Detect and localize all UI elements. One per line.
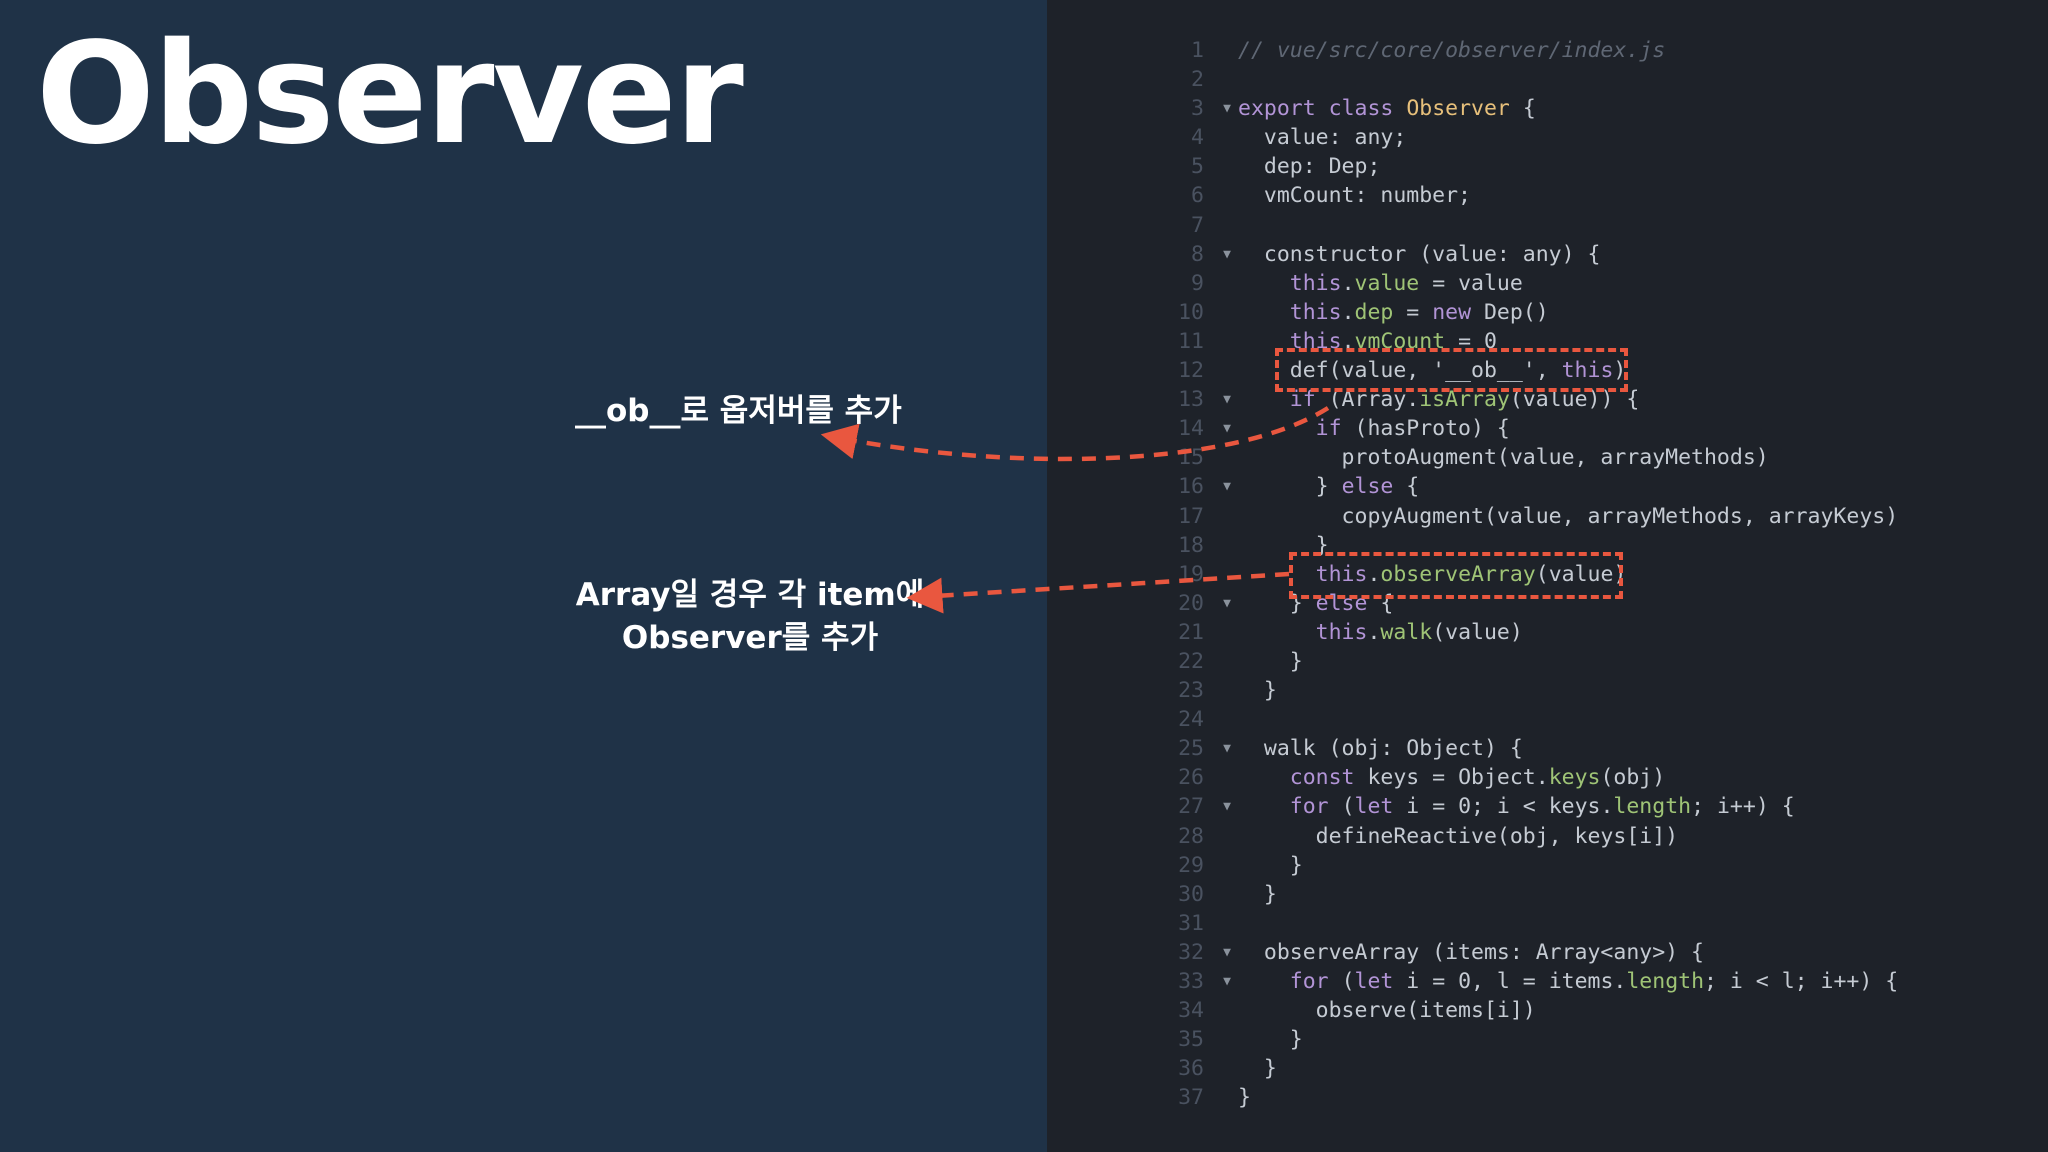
code-text: export class Observer { bbox=[1238, 96, 1536, 122]
line-number: 10 bbox=[1178, 299, 1204, 325]
highlight-box-observe-array bbox=[1289, 552, 1623, 599]
line-number: 32 bbox=[1178, 939, 1204, 965]
line-number: 5 bbox=[1191, 154, 1204, 180]
code-text: } bbox=[1238, 532, 1329, 558]
annotation-array-observer: Array일 경우 각 item에 Observer를 추가 bbox=[560, 574, 940, 660]
fold-toggle-icon[interactable]: ▼ bbox=[1223, 741, 1231, 757]
annotation-array-line-1: Array일 경우 각 item에 bbox=[575, 577, 925, 613]
code-text: constructor (value: any) { bbox=[1238, 241, 1601, 267]
annotation-ob-property-text: __ob__로 옵저버를 추가 bbox=[575, 393, 902, 429]
highlight-box-def-ob bbox=[1275, 348, 1628, 392]
arrow-ob-annotation bbox=[820, 406, 1330, 462]
fold-toggle-icon[interactable]: ▼ bbox=[1223, 421, 1231, 437]
code-text: this.dep = new Dep() bbox=[1289, 299, 1549, 325]
line-number: 21 bbox=[1178, 619, 1204, 645]
line-number: 18 bbox=[1178, 532, 1204, 558]
line-number: 4 bbox=[1191, 125, 1204, 151]
line-number: 17 bbox=[1178, 503, 1204, 529]
code-text: this.observeArray(value) bbox=[1315, 561, 1627, 587]
code-text: this.walk(value) bbox=[1315, 619, 1523, 645]
line-number: 1 bbox=[1191, 38, 1204, 63]
code-text: } bbox=[1238, 1056, 1277, 1082]
line-number: 29 bbox=[1178, 852, 1204, 878]
code-editor-panel bbox=[1047, 0, 2048, 1152]
code-text: } bbox=[1238, 1027, 1303, 1053]
line-number: 22 bbox=[1178, 648, 1204, 674]
fold-toggle-icon[interactable]: ▼ bbox=[1223, 479, 1231, 495]
line-number: 23 bbox=[1178, 678, 1204, 704]
fold-toggle-icon[interactable]: ▼ bbox=[1223, 595, 1231, 611]
code-text: value: any; bbox=[1238, 125, 1407, 151]
code-text: copyAugment(value, arrayMethods, arrayKe… bbox=[1238, 503, 1899, 529]
line-number: 26 bbox=[1178, 765, 1204, 791]
code-text: } bbox=[1238, 1085, 1251, 1111]
code-text: observe(items[i]) bbox=[1238, 998, 1536, 1024]
line-number: 28 bbox=[1178, 823, 1204, 849]
line-number: 14 bbox=[1178, 416, 1204, 442]
code-text: // vue/src/core/observer/index.js bbox=[1238, 38, 1666, 63]
code-text: def(value, '__ob__', this) bbox=[1238, 358, 1627, 384]
line-number: 34 bbox=[1178, 998, 1204, 1024]
code-text: for (let i = 0; i < keys.length; i++) { bbox=[1289, 794, 1795, 820]
line-number: 27 bbox=[1178, 794, 1204, 820]
line-number: 6 bbox=[1191, 183, 1204, 209]
line-number: 25 bbox=[1178, 736, 1204, 762]
fold-toggle-icon[interactable]: ▼ bbox=[1223, 974, 1231, 989]
line-number: 31 bbox=[1178, 910, 1204, 936]
line-number: 8 bbox=[1191, 241, 1204, 267]
line-number: 9 bbox=[1191, 270, 1204, 296]
arrow-array-annotation bbox=[906, 571, 1290, 614]
line-number: 36 bbox=[1178, 1056, 1204, 1082]
code-text: } else { bbox=[1238, 474, 1420, 500]
fold-toggle-icon[interactable]: ▼ bbox=[1223, 799, 1231, 815]
fold-toggle-icon[interactable]: ▼ bbox=[1223, 246, 1231, 262]
code-text: walk (obj: Object) { bbox=[1238, 736, 1523, 762]
line-number: 12 bbox=[1178, 358, 1204, 384]
code-text: } bbox=[1238, 648, 1303, 674]
line-number: 2 bbox=[1191, 67, 1204, 93]
fold-toggle-icon[interactable]: ▼ bbox=[1223, 944, 1231, 960]
code-text: } bbox=[1238, 881, 1277, 907]
code-text: vmCount: number; bbox=[1238, 183, 1471, 209]
code-text: defineReactive(obj, keys[i]) bbox=[1238, 823, 1679, 849]
fold-toggle-icon[interactable]: ▼ bbox=[1223, 101, 1231, 117]
line-number: 30 bbox=[1178, 881, 1204, 907]
code-text: } bbox=[1238, 678, 1277, 704]
line-number: 11 bbox=[1178, 328, 1204, 354]
line-number: 24 bbox=[1178, 707, 1204, 733]
line-number: 35 bbox=[1178, 1027, 1204, 1053]
code-text: for (let i = 0, l = items.length; i < l;… bbox=[1289, 969, 1899, 994]
annotation-ob-property: __ob__로 옵저버를 추가 bbox=[575, 390, 902, 433]
slide-title: Observer bbox=[36, 13, 744, 176]
code-text: protoAugment(value, arrayMethods) bbox=[1238, 445, 1769, 471]
line-number: 16 bbox=[1178, 474, 1204, 500]
code-text: const keys = Object.keys(obj) bbox=[1289, 765, 1666, 791]
line-number: 20 bbox=[1178, 590, 1204, 616]
line-number: 7 bbox=[1191, 212, 1204, 238]
code-text: } bbox=[1238, 852, 1303, 878]
slide-left-panel bbox=[0, 0, 1047, 1152]
code-text: this.value = value bbox=[1289, 270, 1523, 296]
code-text: observeArray (items: Array<any>) { bbox=[1238, 939, 1704, 965]
line-number: 37 bbox=[1178, 1085, 1204, 1111]
fold-toggle-icon[interactable]: ▼ bbox=[1223, 392, 1231, 408]
annotation-array-line-2: Observer를 추가 bbox=[621, 620, 879, 656]
line-number: 3 bbox=[1191, 96, 1204, 122]
code-text: if (hasProto) { bbox=[1315, 416, 1510, 442]
line-number: 33 bbox=[1178, 969, 1204, 994]
code-text: dep: Dep; bbox=[1238, 154, 1381, 180]
line-number: 13 bbox=[1178, 387, 1204, 413]
